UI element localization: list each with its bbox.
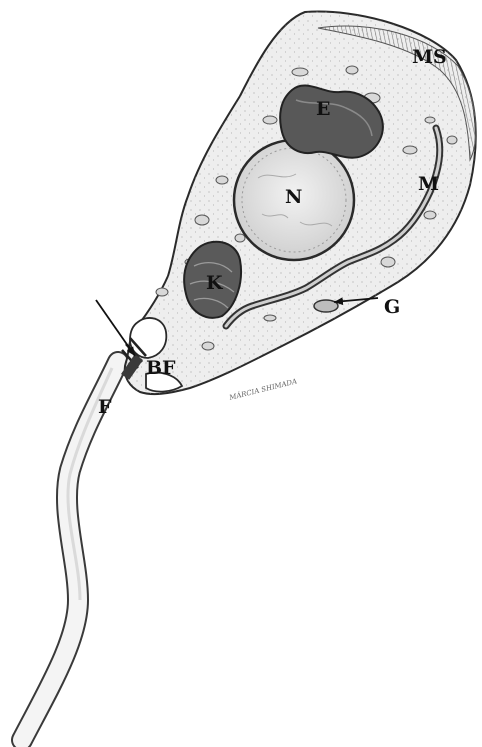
label-m: M	[418, 173, 439, 195]
label-f: F	[98, 396, 112, 418]
arrow-bf	[96, 300, 135, 356]
flagellum	[22, 362, 118, 740]
label-bf: BF	[146, 357, 176, 379]
artist-signature: MÁRCIA SHIMADA	[227, 376, 298, 402]
label-e: E	[316, 98, 330, 120]
label-n: N	[285, 186, 302, 208]
label-k: K	[206, 272, 224, 294]
label-g: G	[384, 296, 400, 318]
label-ms: MS	[412, 46, 447, 68]
